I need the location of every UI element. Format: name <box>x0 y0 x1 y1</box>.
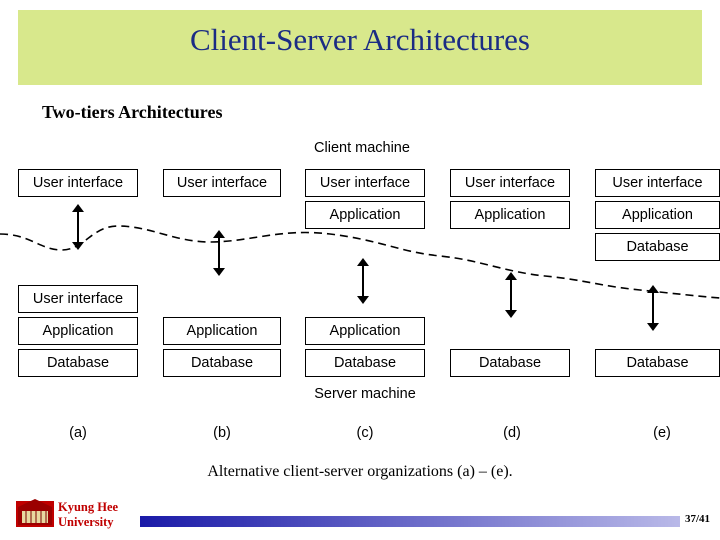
section-subtitle: Two-tiers Architectures <box>42 102 223 122</box>
box-a-client-user-interface: User interface <box>18 169 138 197</box>
client-server-divider <box>0 225 720 299</box>
page-number: 37/41 <box>684 513 710 525</box>
figure-caption: Alternative client-server organizations … <box>207 463 513 480</box>
box-b-client-user-interface: User interface <box>163 169 281 197</box>
footer-accent-bar <box>140 516 680 527</box>
box-e-client-database: Database <box>595 233 720 261</box>
caption-column-d: (d) <box>503 425 521 441</box>
box-c-server-database: Database <box>305 349 425 377</box>
university-logo-icon <box>16 499 54 527</box>
footer-university-line2: University <box>58 515 114 529</box>
footer-university-line1: Kyung Hee <box>58 500 119 514</box>
page-title: Client-Server Architectures <box>189 22 531 57</box>
arrow-c <box>355 258 371 304</box>
arrow-a <box>70 204 86 250</box>
caption-column-a: (a) <box>69 425 87 441</box>
box-a-server-user-interface: User interface <box>18 285 138 313</box>
box-b-server-application: Application <box>163 317 281 345</box>
architecture-diagram: Client machine User interface User inter… <box>0 130 720 450</box>
box-a-server-application: Application <box>18 317 138 345</box>
box-e-server-database: Database <box>595 349 720 377</box>
box-c-server-application: Application <box>305 317 425 345</box>
server-machine-label: Server machine <box>314 386 416 402</box>
title-banner <box>18 10 702 85</box>
box-d-client-application: Application <box>450 201 570 229</box>
caption-column-e: (e) <box>653 425 671 441</box>
box-c-client-user-interface: User interface <box>305 169 425 197</box>
arrow-d <box>503 272 519 318</box>
caption-column-c: (c) <box>356 425 374 441</box>
footer-university: Kyung Hee University <box>58 500 118 530</box>
box-b-server-database: Database <box>163 349 281 377</box>
box-e-client-user-interface: User interface <box>595 169 720 197</box>
client-machine-label: Client machine <box>314 140 410 156</box>
caption-column-b: (b) <box>213 425 231 441</box>
arrow-b <box>211 230 227 276</box>
box-a-server-database: Database <box>18 349 138 377</box>
box-c-client-application: Application <box>305 201 425 229</box>
arrow-e <box>645 285 661 331</box>
box-d-server-database: Database <box>450 349 570 377</box>
box-d-client-user-interface: User interface <box>450 169 570 197</box>
box-e-client-application: Application <box>595 201 720 229</box>
